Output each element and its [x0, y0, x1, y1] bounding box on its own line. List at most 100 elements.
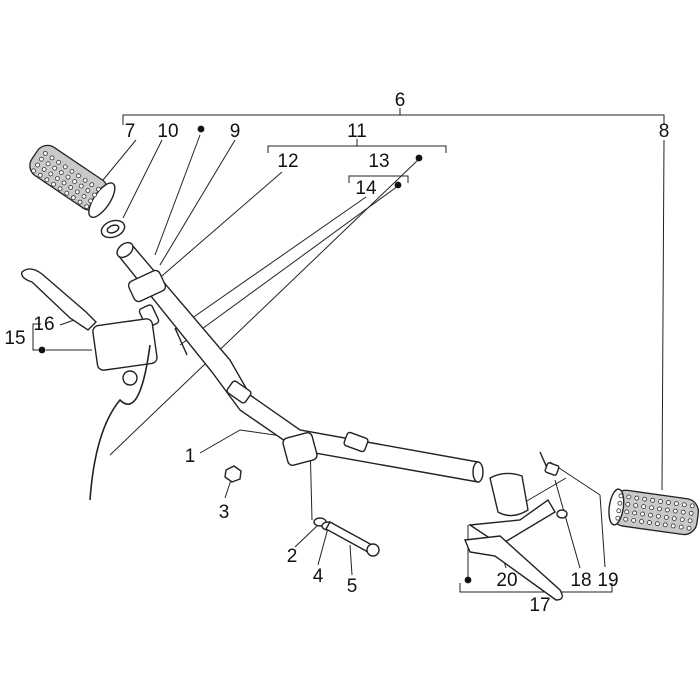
grip-perforation-dot: [617, 500, 623, 506]
bullet-dot: [394, 181, 402, 189]
grip-perforation-dot: [665, 507, 670, 513]
grip-perforation-dot: [70, 195, 76, 201]
grip-perforation-dot: [639, 519, 644, 524]
grip-perforation-dot: [634, 495, 640, 501]
left-brake-lever: [21, 268, 97, 331]
callout-5: 5: [347, 576, 358, 597]
grip-perforation-dot: [678, 524, 684, 530]
grip-perforation-dot: [35, 162, 40, 168]
grip-perforation-dot: [680, 509, 686, 515]
grip-perforation-dot: [688, 510, 694, 516]
grip-perforation-dot: [77, 199, 83, 205]
right-brake-lever: [463, 535, 563, 601]
grip-perforation-dot: [42, 151, 48, 156]
callout-14: 14: [355, 178, 377, 199]
parts: [21, 144, 700, 601]
leader-4: [317, 527, 329, 566]
callout-6: 6: [395, 90, 406, 111]
grip-perforation-dot: [632, 510, 638, 516]
grip-perforations: [31, 151, 695, 531]
leader-12: [147, 171, 283, 289]
leader-9: [159, 139, 236, 266]
callout-4: 4: [313, 566, 324, 587]
bullet-dot: [197, 125, 205, 133]
leader-2: [294, 524, 319, 548]
grip-perforation-dot: [631, 517, 637, 523]
grip-perforation-dot: [31, 168, 36, 174]
bullet-dots: [38, 125, 472, 584]
grip-perforation-dot: [78, 183, 84, 189]
callout-7: 7: [125, 121, 136, 142]
callout-9: 9: [230, 121, 241, 142]
bullet-dot: [415, 154, 423, 162]
grip-perforation-dot: [641, 504, 647, 510]
callout-18: 18: [570, 570, 591, 591]
callout-11: 11: [347, 121, 367, 142]
bracket-13: [348, 175, 409, 183]
grip-perforation-dot: [49, 155, 55, 161]
grip-perforation-dot: [57, 186, 63, 192]
grip-perforation-dot: [89, 182, 95, 188]
grip-perforation-dot: [633, 503, 639, 508]
grip-perforation-dot: [656, 513, 661, 519]
grip-perforation-dot: [41, 167, 47, 172]
grip-perforation-dot: [658, 499, 663, 504]
callout-20: 20: [496, 570, 517, 591]
grip-perforation-dot: [76, 173, 81, 179]
grip-perforation-dot: [81, 193, 87, 199]
grip-perforation-dot: [52, 165, 58, 171]
callout-13: 13: [368, 151, 389, 172]
small-nut: [556, 509, 568, 519]
bracket-17: [459, 583, 613, 593]
bracket-15: [32, 323, 41, 351]
grip-perforation-dot: [654, 521, 660, 527]
leader-dot-11: [109, 159, 419, 456]
grip-perforation-dot: [618, 493, 624, 499]
callout-2: 2: [287, 546, 298, 567]
grip-perforation-dot: [662, 522, 668, 528]
grip-perforation-dot: [82, 177, 88, 183]
grip-perforation-dot: [44, 177, 50, 183]
nut: [224, 465, 242, 483]
grip-perforation-dot: [96, 186, 101, 192]
grip-dot-group: [31, 151, 101, 209]
leader-dot-9: [154, 134, 201, 256]
grip-perforation-dot: [663, 514, 669, 520]
grip-perforation-dot: [657, 506, 662, 512]
center-clamp: [282, 432, 318, 466]
grip-perforation-dot: [650, 497, 656, 503]
callout-1: 1: [185, 446, 196, 467]
grip-perforation-dot: [56, 159, 62, 165]
leader-18b: [519, 477, 567, 506]
grip-perforation-dot: [625, 501, 631, 507]
grip-perforation-dot: [65, 174, 71, 180]
grip-perforation-dot: [623, 516, 629, 522]
grip-perforation-dot: [648, 512, 653, 518]
screw-14: [174, 327, 188, 356]
grip-perforation-dot: [624, 509, 630, 515]
callout-3: 3: [219, 502, 230, 523]
leader-14: [174, 196, 367, 331]
mount-bracket: [226, 380, 252, 404]
grip-perforation-dot: [51, 181, 56, 187]
master-cylinder-cap: [122, 370, 138, 386]
grip-dot-group: [615, 493, 695, 531]
callout-10: 10: [157, 121, 178, 142]
grip-perforation-dot: [64, 190, 70, 196]
grip-perforation-dot: [39, 156, 44, 162]
grip-perforation-dot: [37, 172, 43, 178]
grip-perforation-dot: [74, 189, 80, 195]
leader-18: [554, 479, 581, 569]
grip-perforation-dot: [55, 176, 60, 181]
bullet-dot: [38, 346, 46, 354]
leader-dot-14: [179, 185, 399, 346]
center-bracket: [343, 431, 369, 453]
screw-18: [544, 462, 560, 476]
grip-perforation-dot: [689, 503, 695, 509]
grip-perforation-dot: [72, 179, 77, 184]
grip-perforation-dot: [58, 170, 64, 176]
bracket-6: [122, 114, 665, 125]
master-cylinder: [92, 318, 158, 371]
grip-perforation-dot: [671, 516, 677, 521]
